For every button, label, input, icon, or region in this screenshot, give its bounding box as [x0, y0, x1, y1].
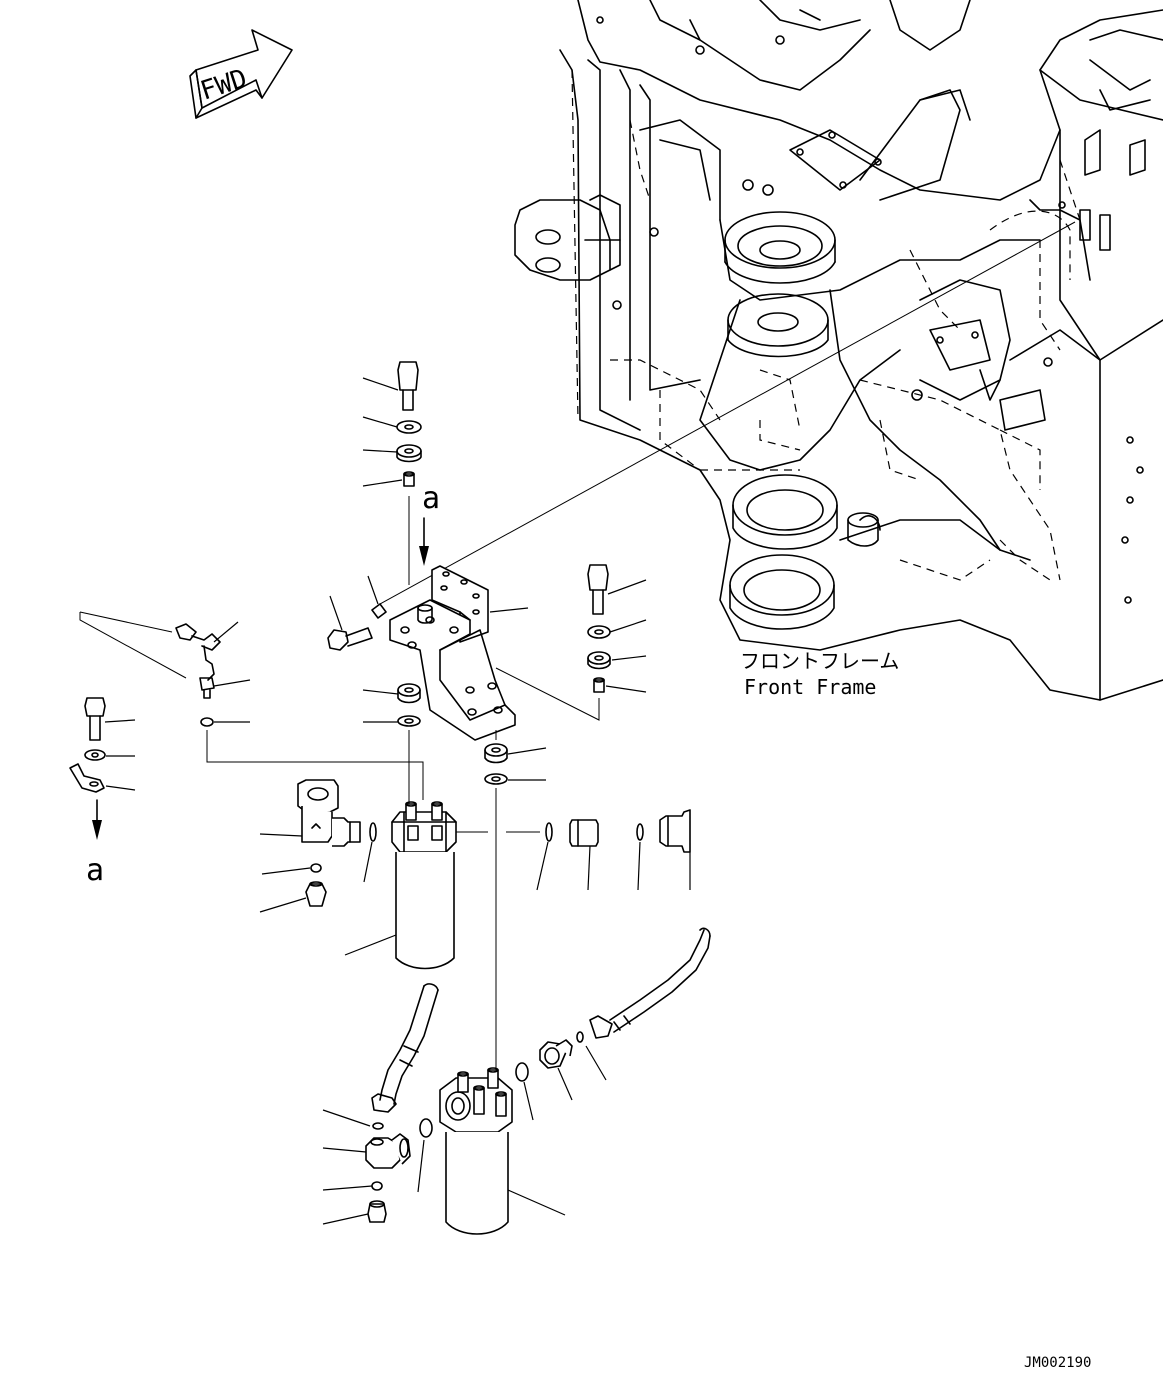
ground-clip-stack: a — [69, 697, 136, 888]
pressure-sensor-harness — [79, 611, 424, 800]
drawing-code: JM002190 — [1024, 1355, 1091, 1371]
front-frame — [514, 0, 1163, 701]
view-marker-bottom: a — [86, 853, 104, 888]
mounting-reference-line — [379, 221, 1076, 605]
lower-filter-assembly — [322, 927, 711, 1235]
bracket-nuts-left — [362, 683, 421, 810]
bolt-stack-top — [362, 361, 422, 585]
frame-label-en: Front Frame — [744, 675, 876, 699]
filter-mounting-bracket — [389, 565, 529, 741]
bracket-nuts-right — [484, 730, 547, 1075]
upper-filter-assembly — [344, 801, 691, 970]
frame-label-jp: フロントフレーム — [740, 649, 899, 673]
bolt-stack-right — [495, 564, 647, 721]
switch-block — [259, 779, 361, 913]
view-marker-top: a — [422, 481, 440, 516]
bracket-bolt — [327, 575, 387, 651]
view-arrow-a-top: a — [419, 481, 440, 566]
fwd-arrow-icon: FWD — [189, 29, 293, 119]
